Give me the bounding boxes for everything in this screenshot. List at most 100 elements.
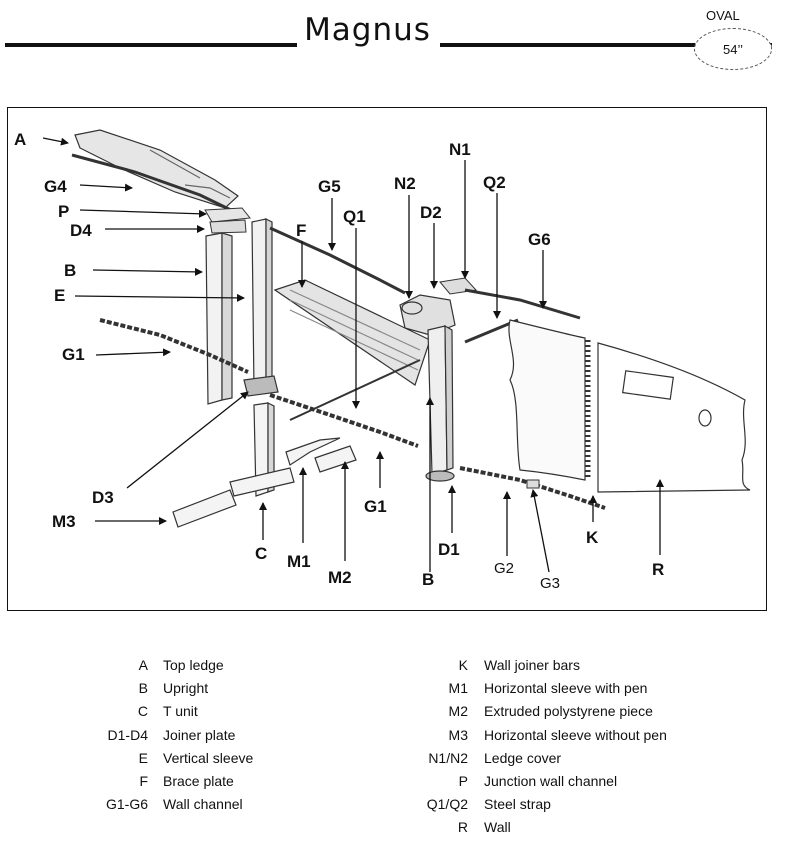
legend-code: M2	[448, 703, 468, 720]
legend-code: B	[138, 680, 148, 697]
legend-desc: Horizontal sleeve without pen	[484, 726, 667, 743]
legend-code: D1-D4	[107, 726, 148, 743]
legend-desc: Wall channel	[163, 796, 243, 813]
legend-row: A Top ledge	[80, 657, 330, 680]
legend-row: B Upright	[80, 680, 330, 703]
legend-desc: Extruded polystyrene piece	[484, 703, 653, 720]
horizontal-sleeve-m1	[285, 437, 341, 466]
callout-d1: D1	[438, 540, 460, 559]
callout-b-left: B	[64, 261, 77, 280]
steel-strap-q1	[289, 359, 421, 421]
callout-a: A	[14, 130, 27, 149]
legend-code: G1-G6	[105, 796, 148, 813]
callout-d4: D4	[70, 221, 92, 240]
legend-code: Q1/Q2	[426, 796, 468, 813]
callout-f: F	[296, 221, 307, 240]
callout-m1: M1	[287, 552, 311, 571]
legend-desc: Wall	[484, 819, 511, 836]
wall-channel-g1-bottom	[269, 393, 419, 448]
legend-desc: Upright	[163, 680, 209, 697]
callout-b-bottom: B	[422, 570, 435, 589]
callout-n1: N1	[449, 140, 471, 159]
top-ledge-a	[74, 129, 239, 209]
callout-q1: Q1	[343, 207, 366, 226]
callout-d2: D2	[420, 203, 442, 222]
wall-r	[508, 319, 751, 493]
vertical-sleeve	[205, 232, 233, 405]
joiner-plate-d4	[209, 219, 247, 234]
legend-code: M3	[448, 726, 468, 743]
callout-g1-left: G1	[62, 345, 85, 364]
upright-e	[243, 218, 279, 397]
legend-row: C T unit	[80, 703, 330, 726]
shape-label: OVAL	[706, 8, 740, 23]
legend-desc: T unit	[163, 703, 198, 720]
callout-n2: N2	[394, 174, 416, 193]
callout-k: K	[586, 528, 599, 547]
horizontal-sleeve-m3	[172, 489, 237, 528]
callout-r: R	[652, 560, 665, 579]
page-title: Magnus	[304, 12, 431, 48]
callout-g4: G4	[44, 177, 67, 196]
callout-c: C	[255, 544, 268, 563]
legend-row: R Wall	[380, 819, 760, 842]
legend-code: K	[458, 657, 468, 673]
callout-g5: G5	[318, 177, 341, 196]
legend-left: A Top ledge B Upright C T unit D1-D4 Joiner …	[80, 657, 330, 819]
legend-desc: Junction wall channel	[484, 772, 618, 789]
legend-desc: Wall joiner bars	[484, 657, 580, 673]
legend-desc: Top ledge	[163, 657, 224, 673]
legend-code: E	[138, 749, 148, 766]
wall-channel-g6	[464, 288, 581, 320]
legend-code: N1/N2	[428, 749, 468, 766]
ledge-cover-n2	[399, 294, 456, 336]
callout-e: E	[54, 286, 66, 305]
callout-q2: Q2	[483, 173, 506, 192]
legend-desc: Joiner plate	[163, 726, 236, 743]
header-rule-left	[5, 43, 297, 47]
legend-row: Q1/Q2 Steel strap	[380, 796, 760, 819]
legend-row: N1/N2 Ledge cover	[380, 750, 760, 773]
wall-channel-g2	[459, 466, 606, 510]
callout-g2: G2	[494, 560, 515, 577]
legend-row: D1-D4 Joiner plate	[80, 727, 330, 750]
legend-code: P	[458, 772, 468, 789]
joiner-g3	[526, 479, 540, 489]
callout-m3: M3	[52, 512, 76, 531]
callout-g3: G3	[540, 575, 561, 592]
legend-desc: Brace plate	[163, 772, 234, 789]
size-label: 54’’	[722, 41, 743, 57]
legend-desc: Ledge cover	[484, 749, 562, 766]
legend-row: P Junction wall channel	[380, 773, 760, 796]
legend-row: F Brace plate	[80, 773, 330, 796]
callout-g1-bottom: G1	[364, 497, 387, 516]
junction-plate-p	[204, 207, 251, 223]
legend-row: M3 Horizontal sleeve without pen	[380, 727, 760, 750]
wall-channel-g5	[269, 226, 406, 295]
callout-g6: G6	[528, 230, 551, 249]
callout-m2: M2	[328, 568, 352, 587]
wall-channel-g1-left	[99, 318, 249, 374]
legend-desc: Horizontal sleeve with pen	[484, 680, 648, 697]
upright-b	[425, 324, 455, 482]
legend-row: E Vertical sleeve	[80, 750, 330, 773]
callout-d3: D3	[92, 488, 114, 507]
legend-code: R	[457, 819, 468, 836]
size-badge: 54’’	[694, 28, 772, 70]
leader-arrows	[42, 137, 664, 573]
polystyrene-piece-m2	[314, 445, 357, 473]
legend-desc: Steel strap	[484, 796, 551, 813]
legend-code: M1	[448, 680, 468, 697]
legend-row: M2 Extruded polystyrene piece	[380, 703, 760, 726]
legend-code: F	[139, 772, 148, 789]
header-rule-right	[440, 43, 772, 47]
legend-row: M1 Horizontal sleeve with pen	[380, 680, 760, 703]
legend-code: A	[138, 657, 148, 673]
legend-desc: Vertical sleeve	[163, 749, 254, 766]
brace-plate-f	[273, 279, 431, 386]
legend-row: K Wall joiner bars	[380, 657, 760, 680]
legend-code: C	[137, 703, 148, 720]
diagram-frame	[7, 107, 767, 611]
